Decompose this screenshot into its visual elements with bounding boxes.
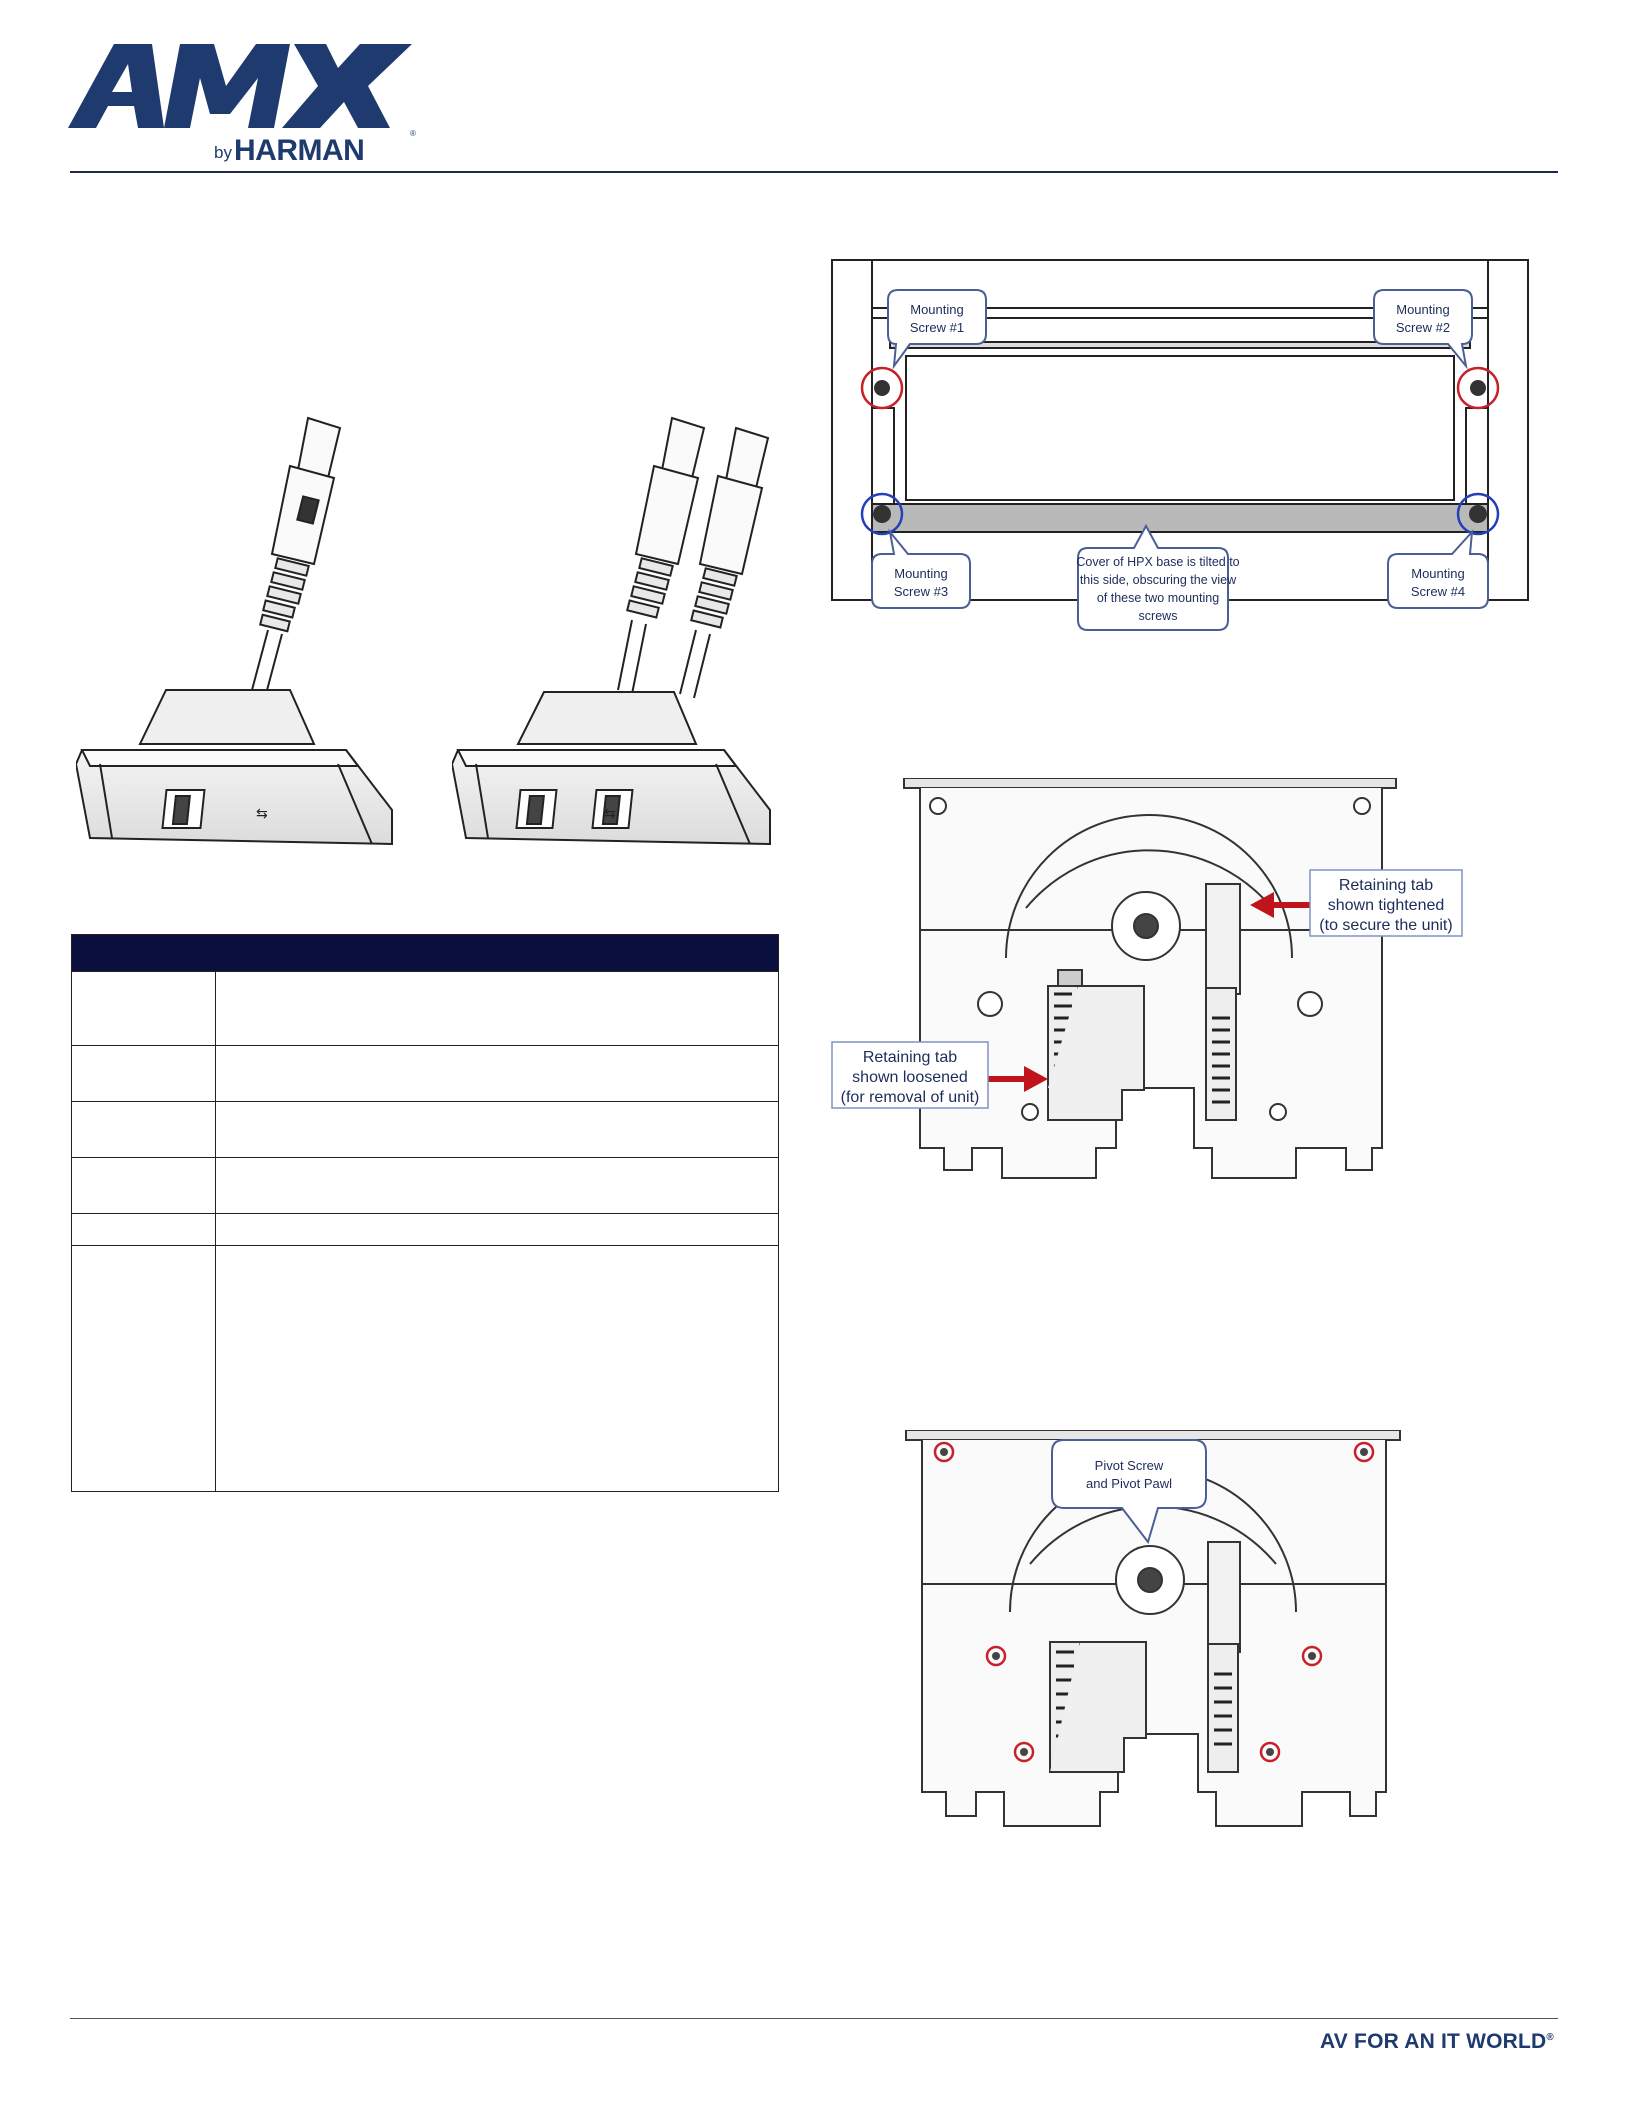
callout-text: Retaining tab <box>863 1049 957 1066</box>
footer-rule <box>70 2018 1558 2019</box>
callout-text: and Pivot Pawl <box>1086 1476 1172 1491</box>
table-row <box>71 1101 779 1158</box>
callout-text: (for removal of unit) <box>841 1089 980 1106</box>
callout-screw-2 <box>1373 289 1473 370</box>
svg-text:by: by <box>214 143 232 162</box>
specifications-table <box>71 934 779 1492</box>
svg-text:⇆: ⇆ <box>256 806 268 822</box>
screw-marker <box>1013 1741 1035 1763</box>
callout-text: Mounting <box>910 302 963 317</box>
row-label <box>71 1213 216 1246</box>
callout-text: Mounting <box>894 566 947 581</box>
callout-text: shown loosened <box>852 1069 968 1086</box>
screw-4-marker <box>1456 492 1500 536</box>
callout-text: Mounting <box>1411 566 1464 581</box>
callout-pivot <box>1051 1439 1207 1545</box>
table-row <box>71 1045 779 1102</box>
arrow-loosened <box>988 1076 1028 1082</box>
row-value <box>215 971 779 1046</box>
screw-3-marker <box>860 492 904 536</box>
callout-loosened <box>831 1041 989 1109</box>
arrow-tightened <box>1270 902 1310 908</box>
svg-text:HARMAN: HARMAN <box>234 134 364 167</box>
row-value <box>215 1213 779 1246</box>
row-label <box>71 971 216 1046</box>
row-label <box>71 1245 216 1492</box>
callout-text: Mounting <box>1396 302 1449 317</box>
row-value <box>215 1245 779 1492</box>
table-header-row <box>71 934 779 972</box>
registered-mark: ® <box>1546 2032 1554 2043</box>
amx-by-harman-logo: by HARMAN ® <box>68 44 416 167</box>
screw-1-marker <box>860 366 904 410</box>
callout-screw-4 <box>1387 529 1489 609</box>
row-label <box>71 1045 216 1102</box>
retaining-tabs-diagram: Retaining tab shown tightened (to secure… <box>831 778 1463 1179</box>
table-row <box>71 1213 779 1246</box>
callout-text: Retaining tab <box>1339 877 1433 894</box>
callout-cover <box>1077 523 1229 631</box>
tagline-text: AV FOR AN IT WORLD <box>1320 2030 1547 2053</box>
screw-marker <box>985 1645 1007 1667</box>
row-value <box>215 1045 779 1102</box>
table-row <box>71 1245 779 1492</box>
callout-text: Screw #1 <box>910 320 964 335</box>
callout-text: Screw #4 <box>1411 584 1465 599</box>
screw-2-marker <box>1456 366 1500 410</box>
row-label <box>71 1157 216 1214</box>
callout-screw-3 <box>871 528 971 609</box>
svg-text:⇆: ⇆ <box>604 806 616 822</box>
single-usb-module-image: ⇆ <box>76 416 393 846</box>
table-row <box>71 971 779 1046</box>
mounting-screws-diagram: Mounting Screw #1 Mounting Screw #2 Moun… <box>831 259 1529 631</box>
svg-text:®: ® <box>410 129 416 138</box>
callout-text: Pivot Screw <box>1095 1458 1164 1473</box>
callout-screw-1 <box>887 289 987 370</box>
callout-text: of these two mounting <box>1097 591 1219 605</box>
row-label <box>71 1101 216 1158</box>
screw-marker <box>1301 1645 1323 1667</box>
callout-text: Screw #3 <box>894 584 948 599</box>
callout-text: Cover of HPX base is tilted to <box>1076 555 1239 569</box>
callout-text: Screw #2 <box>1396 320 1450 335</box>
pivot-screw-diagram: Pivot Screw and Pivot Pawl <box>905 1430 1401 1827</box>
callout-text: this side, obscuring the view <box>1080 573 1237 587</box>
row-value <box>215 1157 779 1214</box>
screw-marker <box>1259 1741 1281 1763</box>
callout-text: shown tightened <box>1328 897 1445 914</box>
screw-marker <box>1353 1441 1375 1463</box>
table-row <box>71 1157 779 1214</box>
callout-text: screws <box>1139 609 1178 623</box>
callout-tightened <box>1309 869 1463 937</box>
row-value <box>215 1101 779 1158</box>
dual-usb-module-image: ⇆ <box>452 416 771 846</box>
callout-text: (to secure the unit) <box>1319 917 1452 934</box>
footer-tagline: AV FOR AN IT WORLD® <box>1320 2030 1554 2054</box>
screw-marker <box>933 1441 955 1463</box>
header-rule <box>70 171 1558 173</box>
